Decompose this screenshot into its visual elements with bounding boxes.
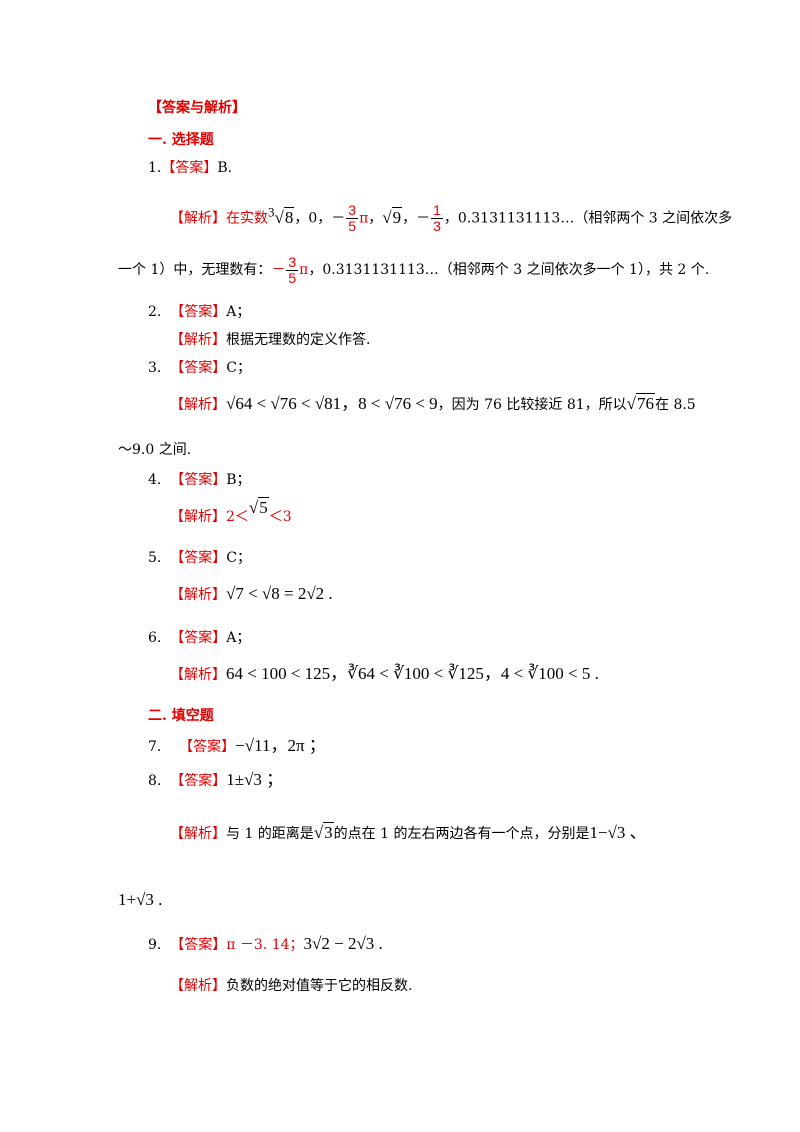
q1-explanation-text-b: ，0， — [294, 210, 332, 227]
q4-answer-line: 4. 【答案】B； — [148, 470, 251, 490]
q7-number: 7. — [148, 739, 162, 755]
q8-explanation-tag: 【解析】 — [170, 826, 226, 842]
q9-explanation-line: 【解析】负数的绝对值等于它的相反数. — [170, 976, 412, 996]
q3-explanation-text-b: 在 8.5 — [655, 397, 696, 413]
q6-number: 6. — [148, 630, 162, 646]
q9-math-answer: 3√2 − 2√3 . — [303, 934, 383, 953]
q4-explanation-line: 【解析】2＜√5＜3 — [170, 497, 292, 533]
q9-explanation-text: 负数的绝对值等于它的相反数. — [226, 978, 413, 994]
q7-answer-tag: 【答案】 — [179, 739, 236, 755]
q9-answer-line: 9. 【答案】π －3. 14；3√2 − 2√3 . — [148, 930, 383, 959]
q2-explanation-text: 根据无理数的定义作答. — [226, 332, 371, 348]
q5-answer-line: 5. 【答案】C； — [148, 548, 251, 568]
q6-explanation-tag: 【解析】 — [170, 667, 226, 683]
q2-explanation-line: 【解析】根据无理数的定义作答. — [170, 330, 370, 350]
q6-answer-line: 6. 【答案】A； — [148, 628, 250, 648]
q5-answer-value: C； — [226, 550, 251, 566]
q9-explanation-tag: 【解析】 — [170, 978, 226, 994]
q5-explanation-tag: 【解析】 — [170, 587, 226, 603]
q5-answer-tag: 【答案】 — [170, 550, 227, 566]
q3-explanation-line2: ～9.0 之间. — [118, 442, 192, 458]
q6-math-inequality: 64 < 100 < 125，∛64 < ∛100 < ∛125，4 < ∛10… — [226, 664, 599, 683]
q3-number: 3. — [148, 360, 162, 376]
q6-answer-value: A； — [226, 630, 251, 646]
q8-explanation-line2: 1+√3 . — [118, 886, 162, 915]
answer-title: 【答案与解析】 — [148, 100, 246, 116]
q4-number: 4. — [148, 472, 162, 488]
q1-sqrt-9: √9 — [382, 206, 403, 227]
q4-answer-value: B； — [226, 472, 251, 488]
q2-answer-line: 2. 【答案】A； — [148, 302, 250, 322]
q4-sqrt-5: √5 — [248, 497, 269, 517]
q3-math-inequality: √64 < √76 < √81，8 < √76 < 9 — [226, 394, 438, 413]
q3-answer-line: 3. 【答案】C； — [148, 358, 251, 378]
q9-number: 9. — [148, 937, 162, 953]
q7-answer-line: 7. 【答案】−√11，2π ； — [148, 734, 326, 759]
q5-explanation-line: 【解析】√7 < √8 = 2√2 . — [170, 580, 333, 609]
q8-sqrt-3: √3 — [313, 822, 334, 842]
q8-math-answer: 1±√3 ； — [226, 770, 284, 789]
q6-explanation-line: 【解析】64 < 100 < 125，∛64 < ∛100 < ∛125，4 <… — [170, 660, 599, 689]
q4-answer-tag: 【答案】 — [170, 472, 227, 488]
q3-answer-tag: 【答案】 — [170, 360, 227, 376]
q5-math-inequality: √7 < √8 = 2√2 . — [226, 584, 333, 603]
q8-explanation-text-b: 的点在 1 的左右两边各有一个点，分别是 — [333, 826, 590, 842]
q1-answer-value: B. — [217, 160, 233, 176]
q9-answer-tag: 【答案】 — [170, 937, 227, 953]
q9-answer-value: π －3. 14； — [226, 937, 304, 953]
q1-line2-text-b: ，0.3131131113…（相邻两个 3 之间依次多一个 1），共 2 个. — [308, 262, 710, 278]
q3-answer-value: C； — [226, 360, 251, 376]
q8-math-one-minus-sqrt3: 1−√3 、 — [589, 823, 647, 842]
q7-math-answer: −√11，2π ； — [235, 736, 326, 755]
q1-line2-text-a: 一个 1）中，无理数有： — [118, 262, 272, 278]
q1-number: 1. — [148, 160, 162, 176]
q4-explanation-text-a: 2＜ — [226, 509, 249, 525]
q2-number: 2. — [148, 304, 162, 320]
q3-sqrt-76: √76 — [626, 393, 655, 413]
q4-explanation-text-b: ＜3 — [268, 509, 292, 525]
q5-number: 5. — [148, 550, 162, 566]
q1-explanation-text-a: 在实数 — [226, 210, 268, 227]
q6-answer-tag: 【答案】 — [170, 630, 227, 646]
q3-explanation-tag: 【解析】 — [170, 397, 226, 413]
q8-explanation-text-a: 与 1 的距离是 — [226, 826, 314, 842]
q3-explanation-text-a: ，因为 76 比较接近 81，所以 — [437, 397, 627, 413]
q1-explanation-text-c: ，0.3131131113…（相邻两个 3 之间依次多 — [443, 210, 733, 227]
q8-answer-line: 8. 【答案】1±√3 ； — [148, 766, 283, 795]
section-fill-in-blank: 二. 填空题 — [148, 708, 214, 724]
q2-explanation-tag: 【解析】 — [170, 332, 226, 348]
q1-pi: π — [359, 210, 369, 227]
section-multiple-choice: 一. 选择题 — [148, 132, 214, 148]
q3-explanation-line1: 【解析】√64 < √76 < √81，8 < √76 < 9，因为 76 比较… — [170, 390, 696, 419]
q4-explanation-tag: 【解析】 — [170, 509, 226, 525]
q8-explanation-line1: 【解析】与 1 的距离是√3的点在 1 的左右两边各有一个点，分别是1−√3 、 — [170, 818, 647, 849]
q1-explanation-tag: 【解析】 — [170, 210, 226, 227]
q8-answer-tag: 【答案】 — [170, 773, 227, 789]
q2-answer-tag: 【答案】 — [170, 304, 227, 320]
q1-cube-root-8: 3√8 — [268, 204, 295, 227]
q8-number: 8. — [148, 773, 162, 789]
q8-math-one-plus-sqrt3: 1+√3 . — [118, 890, 163, 909]
q2-answer-value: A； — [226, 304, 251, 320]
q1-answer-line: 1.【答案】B. — [148, 158, 232, 178]
q1-answer-tag: 【答案】 — [161, 160, 218, 176]
